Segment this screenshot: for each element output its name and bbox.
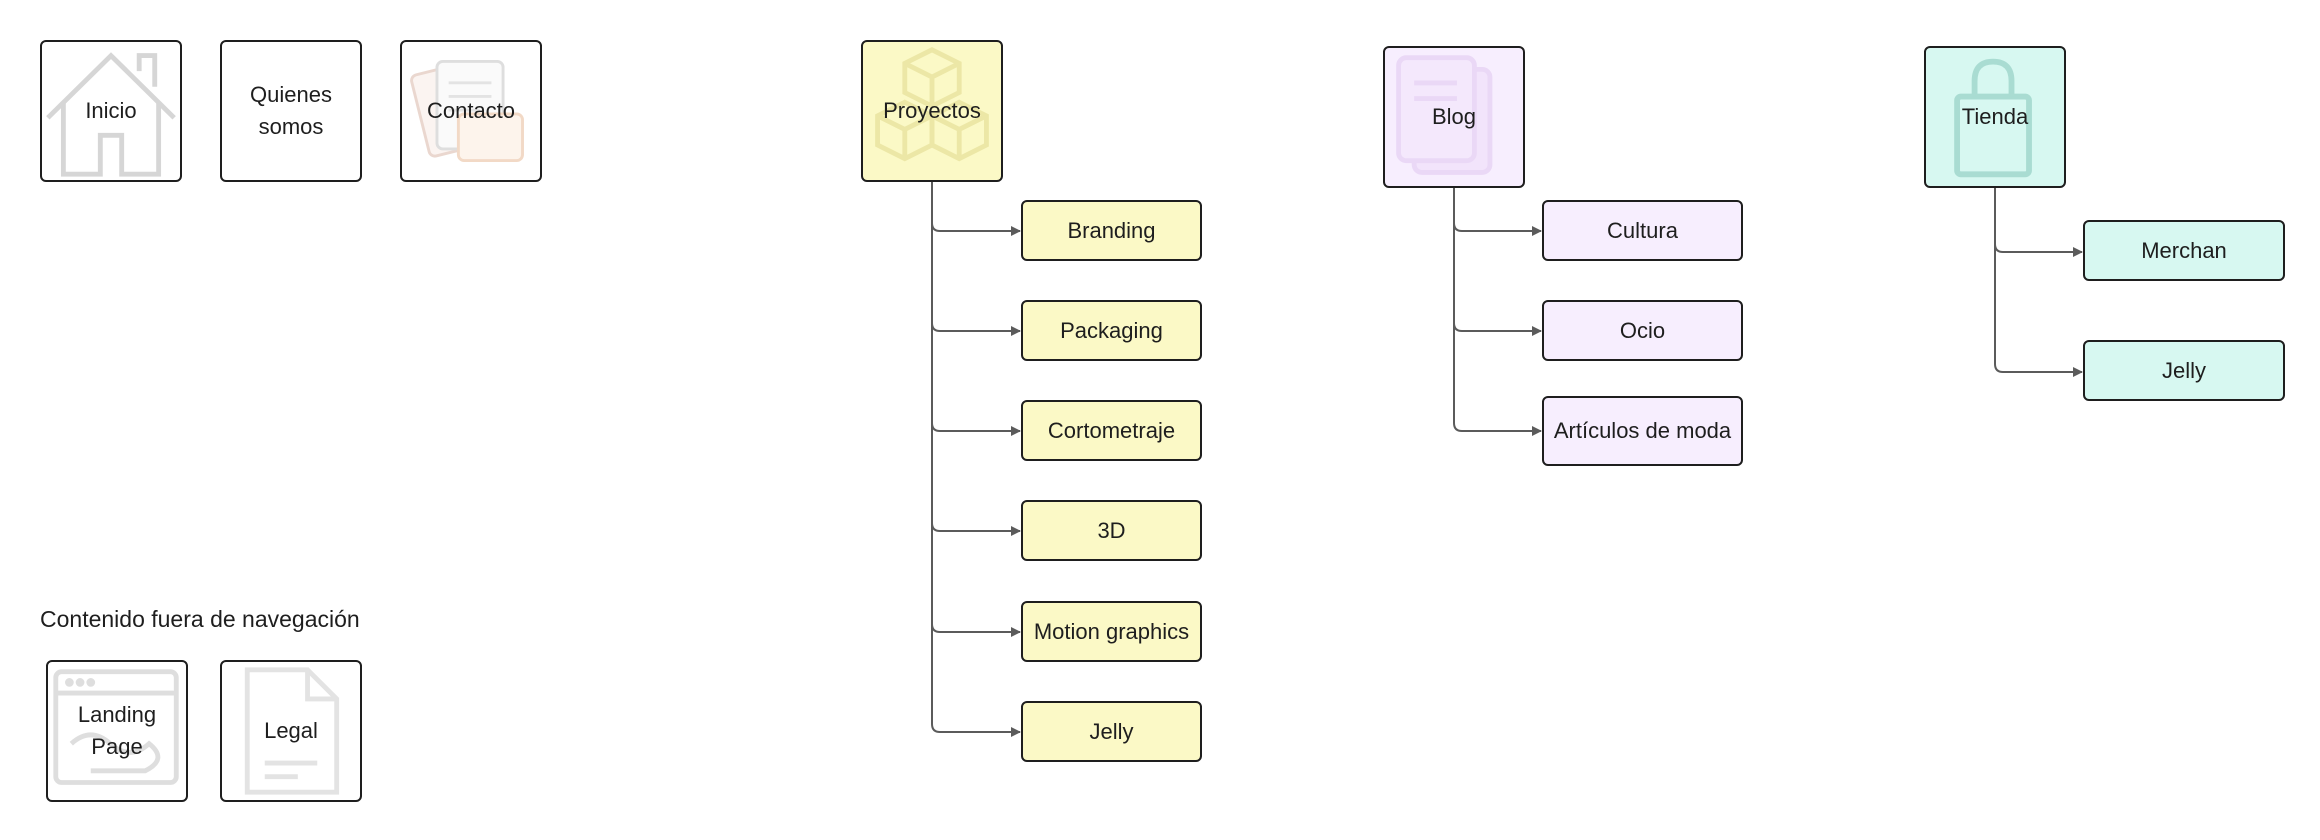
web-page-icon	[48, 662, 186, 800]
node-label: Cultura	[1607, 217, 1678, 243]
node-label: Branding	[1067, 217, 1156, 243]
connector-proyectos-cortometraje	[931, 182, 1021, 436]
house-icon	[42, 42, 180, 180]
node-landing-page[interactable]: Landing Page	[46, 660, 188, 802]
node-motion-graphics[interactable]: Motion graphics	[1021, 601, 1202, 662]
node-label: Jelly	[2161, 357, 2206, 383]
connector-proyectos-motion	[931, 182, 1021, 637]
connector-tienda-jelly	[1994, 188, 2083, 377]
node-label: Ocio	[1619, 317, 1666, 343]
node-cultura[interactable]: Cultura	[1542, 200, 1743, 261]
node-branding[interactable]: Branding	[1021, 200, 1202, 261]
connector-proyectos-3d	[931, 182, 1021, 536]
connector-tienda-merchan	[1994, 188, 2083, 257]
node-label: Legal	[264, 718, 318, 744]
node-articulos-de-moda[interactable]: Artículos de moda	[1542, 396, 1743, 466]
connector-blog-cultura	[1453, 188, 1542, 236]
node-cortometraje[interactable]: Cortometraje	[1021, 400, 1202, 461]
node-label: Tienda	[1961, 104, 2029, 130]
connector-proyectos-branding	[931, 182, 1021, 236]
outside-navigation-heading: Contenido fuera de navegación	[40, 606, 360, 632]
document-icon	[222, 662, 360, 800]
node-label: Inicio	[85, 98, 137, 124]
node-label: Merchan	[2141, 237, 2227, 263]
node-quienes-somos[interactable]: Quienes somos	[220, 40, 362, 182]
node-legal[interactable]: Legal	[220, 660, 362, 802]
node-contacto[interactable]: Contacto	[400, 40, 542, 182]
documents-icon	[1385, 48, 1523, 186]
node-proyectos-jelly[interactable]: Jelly	[1021, 701, 1202, 762]
node-label: Contacto	[426, 98, 516, 124]
node-label: Jelly	[1089, 718, 1134, 744]
node-packaging[interactable]: Packaging	[1021, 300, 1202, 361]
node-merchan[interactable]: Merchan	[2083, 220, 2285, 281]
node-blog[interactable]: Blog	[1383, 46, 1525, 188]
cubes-icon	[863, 42, 1001, 180]
node-ocio[interactable]: Ocio	[1542, 300, 1743, 361]
node-proyectos[interactable]: Proyectos	[861, 40, 1003, 182]
node-tienda[interactable]: Tienda	[1924, 46, 2066, 188]
node-label: Packaging	[1060, 317, 1163, 343]
node-3d[interactable]: 3D	[1021, 500, 1202, 561]
node-label: Cortometraje	[1047, 417, 1176, 443]
node-label: Motion graphics	[1033, 618, 1190, 644]
node-label: Artículos de moda	[1553, 418, 1732, 444]
connector-proyectos-jelly	[931, 182, 1021, 737]
shopping-bag-icon	[1926, 48, 2064, 186]
node-label: 3D	[1097, 517, 1126, 543]
node-inicio[interactable]: Inicio	[40, 40, 182, 182]
contact-card-icon	[402, 42, 540, 180]
node-label: Blog	[1431, 104, 1477, 130]
connector-blog-articulos	[1453, 188, 1542, 436]
connector-proyectos-packaging	[931, 182, 1021, 336]
node-tienda-jelly[interactable]: Jelly	[2083, 340, 2285, 401]
node-label: Proyectos	[883, 98, 981, 124]
node-label: Landing Page	[77, 702, 157, 759]
connector-blog-ocio	[1453, 188, 1542, 336]
node-label: Quienes somos	[250, 82, 332, 139]
